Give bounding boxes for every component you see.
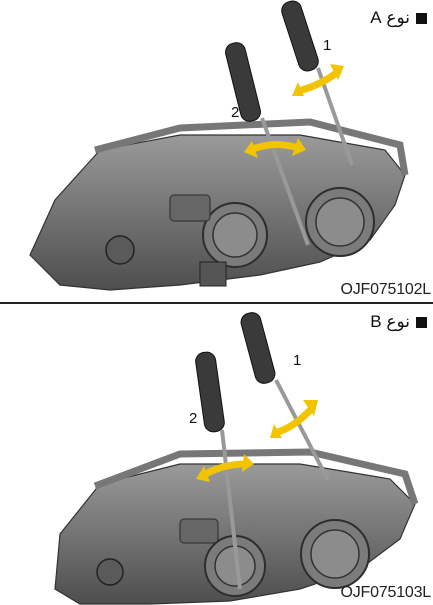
adjust-gear (106, 236, 134, 264)
step-number-1: 1 (323, 37, 331, 54)
step-number-1: 1 (293, 352, 301, 369)
figure-type-b: 2 1 نوع B OJF075103L (0, 304, 433, 605)
adjust-gear (97, 559, 123, 585)
rotation-arrow-1 (278, 408, 312, 432)
step-number-2: 2 (231, 104, 239, 121)
figure-code-b: OJF075103L (340, 584, 431, 602)
headlamp-illustration-a: 2 1 (0, 0, 433, 302)
step-number-2: 2 (189, 410, 197, 427)
bullet-square-icon (416, 317, 427, 328)
type-a-text: نوع A (370, 8, 410, 28)
type-b-label: نوع B (370, 312, 427, 332)
bullet-square-icon (416, 13, 427, 24)
type-a-label: نوع A (370, 8, 427, 28)
figure-type-a: 2 1 نوع A OJF075102L (0, 0, 433, 302)
figure-code-a: OJF075102L (340, 281, 431, 299)
type-b-text: نوع B (370, 312, 410, 332)
headlamp-illustration-b: 2 1 (0, 304, 433, 605)
